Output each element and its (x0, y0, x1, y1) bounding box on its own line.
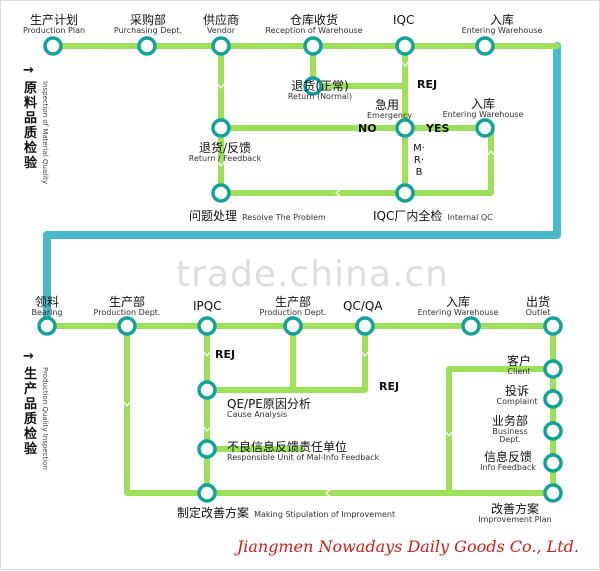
tag-mrb: M·R·B (413, 143, 425, 178)
label-return-normal: 退货(正常)Return (Normal) (287, 79, 353, 101)
node-bearing[interactable] (37, 316, 57, 336)
node-responsible-unit[interactable] (197, 439, 217, 459)
company-name: Jiangmen Nowadays Daily Goods Co., Ltd. (236, 537, 579, 556)
node-improvement-plan[interactable] (543, 483, 563, 503)
section-title-production: 生产品质检验 (24, 367, 38, 457)
node-info-feedback[interactable] (543, 453, 563, 473)
node-production-dept-2[interactable] (283, 316, 303, 336)
node-cause-analysis[interactable] (197, 380, 217, 400)
node-business-dept[interactable] (543, 421, 563, 441)
node-resolve-problem[interactable] (211, 183, 231, 203)
node-complaint[interactable] (543, 389, 563, 409)
tag-no: NO (358, 122, 377, 135)
watermark: trade.china.cn (176, 254, 449, 295)
node-iqc[interactable] (395, 36, 415, 56)
node-production-plan[interactable] (43, 36, 63, 56)
node-return-feedback[interactable] (211, 118, 231, 138)
label-qcqa: QC/QA (343, 299, 383, 313)
node-emergency[interactable] (395, 118, 415, 138)
footer-bar (1, 529, 599, 569)
node-entering-warehouse-3[interactable] (461, 316, 481, 336)
tag-rej-1: REJ (215, 348, 236, 361)
node-qcqa[interactable] (355, 316, 375, 336)
section-subtitle-material: Inspection of Material Quality (41, 81, 49, 185)
node-entering-warehouse[interactable] (475, 36, 495, 56)
label-iqc: IQC (393, 13, 415, 27)
section-title-material: 原料品质检验 (24, 81, 38, 171)
section-connector-line (43, 42, 561, 330)
node-purchasing[interactable] (137, 36, 157, 56)
node-ipqc[interactable] (197, 316, 217, 336)
node-stipulation[interactable] (197, 483, 217, 503)
section-subtitle-production: Production Quality Inspection (41, 367, 49, 470)
label-ipqc: IPQC (193, 299, 222, 313)
section-arrow-bottom: → (23, 349, 34, 364)
node-entering-warehouse-2[interactable] (475, 118, 495, 138)
node-internal-qc[interactable] (395, 183, 415, 203)
node-client[interactable] (543, 359, 563, 379)
node-reception[interactable] (303, 36, 323, 56)
node-return-normal[interactable] (303, 76, 323, 96)
section-arrow-top: → (23, 63, 34, 78)
node-outlet[interactable] (543, 316, 563, 336)
node-production-dept-1[interactable] (117, 316, 137, 336)
tag-rej-2: REJ (379, 380, 400, 393)
label-stipulation: 制定改善方案 Making Stipulation of Improvement (177, 506, 396, 520)
tag-rej-top: REJ (417, 78, 438, 91)
label-internal-qc: IQC厂内全检 Internal QC (373, 209, 493, 223)
tag-yes: YES (426, 122, 450, 135)
label-resolve-problem: 问题处理 Resolve The Problem (189, 209, 326, 223)
node-vendor[interactable] (211, 36, 231, 56)
